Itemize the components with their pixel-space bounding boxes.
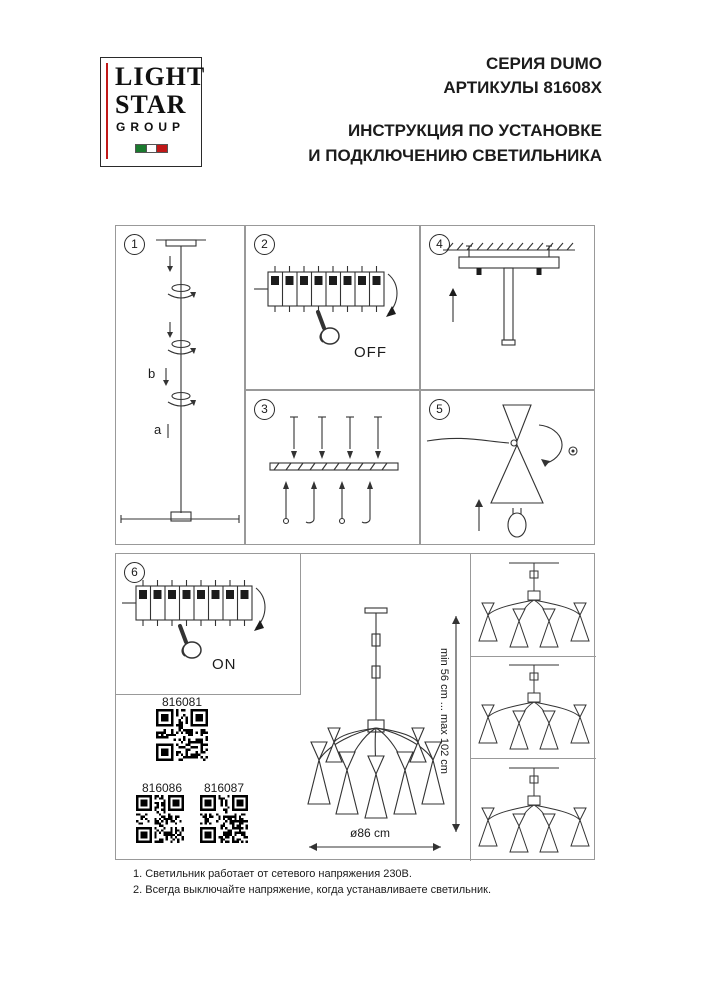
step3-panel: 3 [245, 390, 420, 545]
step5-panel: 5 [420, 390, 595, 545]
divider-right-cell-1 [470, 656, 596, 657]
divider-right-cell-2 [470, 758, 596, 759]
divider-vertical-right-column [470, 554, 471, 861]
footer-note-2: 2. Всегда выключайте напряжение, когда у… [133, 884, 492, 896]
step2-panel: 2 [245, 225, 420, 390]
footer-notes: 1. Светильник работает от сетевого напря… [133, 866, 491, 898]
series-title: СЕРИЯ DUMO [485, 54, 602, 73]
divider-vertical-p6 [300, 554, 301, 694]
logo-red-line-icon [106, 63, 108, 159]
chandelier-view-1 [478, 562, 590, 648]
step6-panel: 6 [116, 554, 300, 694]
article-code-816086: 816086 [141, 781, 183, 795]
logo-word-light: LIGHT [115, 62, 206, 91]
step3-bracket-diagram [269, 416, 399, 525]
step4-number: 4 [429, 234, 450, 255]
qr-code-816086 [136, 795, 184, 843]
divider-horizontal-p6 [116, 694, 301, 695]
logo-word-group: GROUP [116, 120, 186, 134]
height-dimension-label: min 56 cm ... max 102 cm [438, 648, 450, 774]
step5-shade-diagram [426, 404, 578, 538]
qr-code-816081 [156, 709, 208, 761]
rod-label-b: b [148, 366, 156, 381]
header-titles: СЕРИЯ DUMO АРТИКУЛЫ 81608X ИНСТРУКЦИЯ ПО… [240, 52, 602, 168]
chandelier-front-view [307, 607, 460, 851]
article-code-816081: 816081 [161, 695, 203, 709]
articles-title: АРТИКУЛЫ 81608X [443, 78, 602, 97]
footer-note-1: 1. Светильник работает от сетевого напря… [133, 868, 412, 880]
article-code-816087: 816087 [203, 781, 245, 795]
hand-icon [178, 624, 202, 659]
step4-ceiling-diagram [443, 242, 575, 346]
instruction-title-line2: И ПОДКЛЮЧЕНИЮ СВЕТИЛЬНИКА [308, 146, 602, 165]
step2-number: 2 [254, 234, 275, 255]
bottom-section: 6 [115, 553, 596, 861]
power-off-label: OFF [354, 344, 387, 361]
step1-panel: 1 [115, 225, 245, 545]
instruction-title-line1: ИНСТРУКЦИЯ ПО УСТАНОВКЕ [347, 121, 602, 140]
step6-number: 6 [124, 562, 145, 583]
step1-rod-diagram [120, 239, 240, 523]
step6-breaker-diagram [122, 580, 266, 659]
step5-number: 5 [429, 399, 450, 420]
step2-breaker-diagram [254, 266, 398, 345]
power-on-label: ON [212, 656, 237, 673]
chandelier-view-2 [478, 664, 590, 750]
diameter-dimension-label: ø86 cm [349, 826, 390, 840]
step4-panel: 4 [420, 225, 595, 390]
rod-label-a: a [154, 422, 162, 437]
step3-number: 3 [254, 399, 275, 420]
hand-icon [316, 310, 340, 345]
italy-flag-icon [135, 144, 169, 153]
chandelier-view-3 [478, 767, 590, 853]
qr-code-816087 [200, 795, 248, 843]
logo-word-star: STAR [115, 90, 187, 119]
step1-number: 1 [124, 234, 145, 255]
brand-logo: LIGHT STAR GROUP [100, 57, 206, 167]
